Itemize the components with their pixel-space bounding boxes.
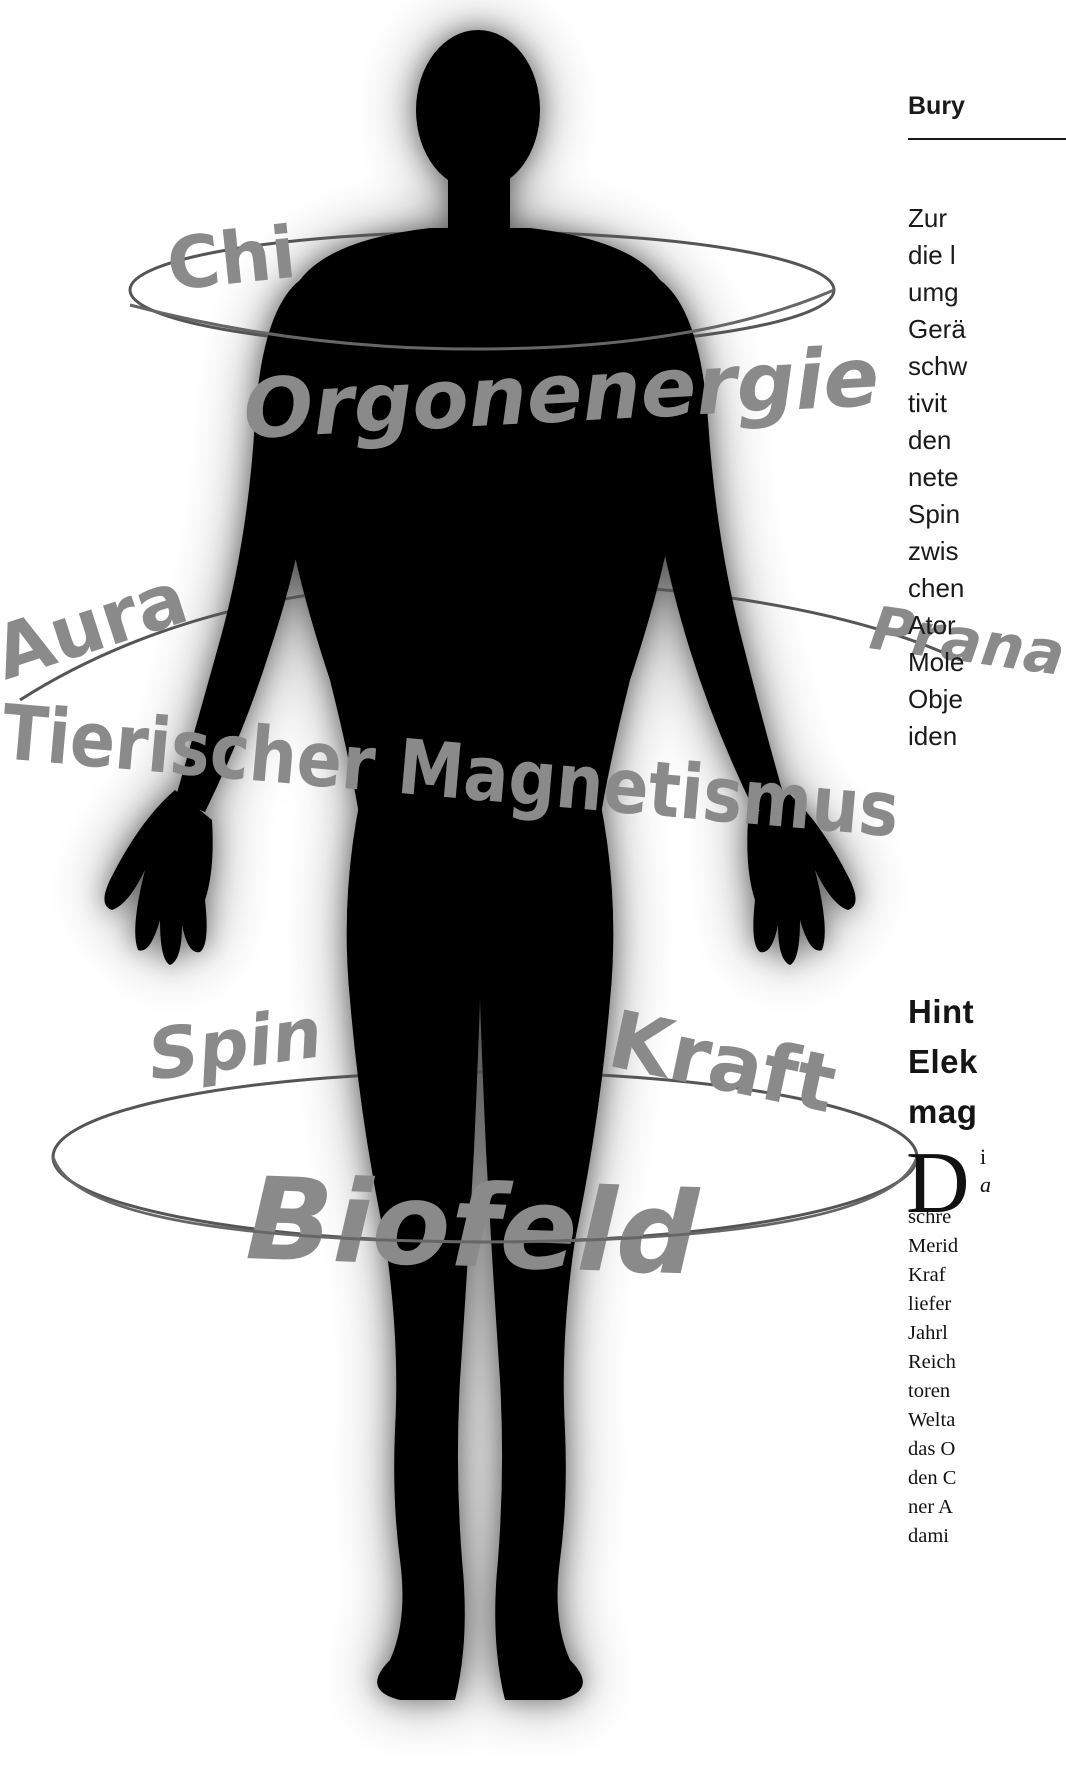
intro-line: nete — [908, 459, 1066, 496]
body-line: Merid — [908, 1232, 1066, 1261]
body-line: den C — [908, 1464, 1066, 1493]
intro-line: Spin — [908, 496, 1066, 533]
body-line: Welta — [908, 1406, 1066, 1435]
intro-line: umg — [908, 274, 1066, 311]
term-aura: Aura — [0, 555, 197, 697]
intro-line: Ator — [908, 607, 1066, 644]
body-text: schre Merid Kraf liefer Jahrl Reich tore… — [908, 1203, 1066, 1551]
kicker-rule — [908, 138, 1066, 140]
intro-line: Zur — [908, 200, 1066, 237]
section-kicker: Bury — [908, 92, 1066, 121]
section-heading: Hint Elek mag — [908, 987, 1066, 1137]
body-line: Jahrl — [908, 1319, 1066, 1348]
drop-cap-continuation: i a — [980, 1143, 1066, 1199]
intro-line: Gerä — [908, 311, 1066, 348]
body-line: dami — [908, 1522, 1066, 1551]
intro-line: die l — [908, 237, 1066, 274]
body-line: Kraf — [908, 1261, 1066, 1290]
intro-line: Obje — [908, 681, 1066, 718]
body-line: schre — [908, 1203, 1066, 1232]
body-line: das O — [908, 1435, 1066, 1464]
intro-line: schw — [908, 348, 1066, 385]
body-line: ner A — [908, 1493, 1066, 1522]
intro-line: iden — [908, 718, 1066, 755]
heading-line: Elek — [908, 1037, 1066, 1087]
drop-cap-line: i — [980, 1143, 1066, 1171]
intro-text: Zur die l umg Gerä schw tivit den nete S… — [908, 200, 1066, 755]
heading-line: Hint — [908, 987, 1066, 1037]
intro-line: tivit — [908, 385, 1066, 422]
term-chi: Chi — [163, 210, 300, 307]
term-kraft: Kraft — [601, 993, 844, 1131]
term-biofeld: Biofeld — [244, 1152, 702, 1301]
intro-line: Mole — [908, 644, 1066, 681]
body-line: Reich — [908, 1348, 1066, 1377]
body-line: toren — [908, 1377, 1066, 1406]
drop-cap-line: a — [980, 1171, 1066, 1199]
body-line: liefer — [908, 1290, 1066, 1319]
intro-line: chen — [908, 570, 1066, 607]
heading-line: mag — [908, 1087, 1066, 1137]
intro-line: zwis — [908, 533, 1066, 570]
intro-line: den — [908, 422, 1066, 459]
